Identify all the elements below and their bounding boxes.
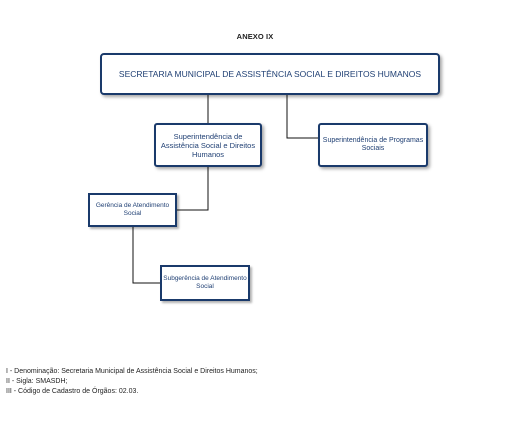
- page-title: ANEXO IX: [236, 32, 274, 41]
- note-denominacao: I - Denominação: Secretaria Municipal de…: [6, 368, 258, 375]
- note-sigla: II - Sigla: SMASDH;: [6, 378, 68, 385]
- box-superintendencia-assistencia: Superintendência de Assistência Social e…: [154, 123, 262, 167]
- connector-gerencia-to-subgerencia: [132, 227, 160, 284]
- notes-block: I - Denominação: Secretaria Municipal de…: [6, 367, 258, 397]
- box-secretaria-municipal: SECRETARIA MUNICIPAL DE ASSISTÊNCIA SOCI…: [100, 53, 440, 95]
- box-superintendencia-programas: Superintendência de Programas Sociais: [318, 123, 428, 167]
- note-codigo: III - Código de Cadastro de Órgãos: 02.0…: [6, 388, 139, 395]
- connector-sup-assistencia-to-gerencia: [177, 167, 209, 211]
- box-gerencia-atendimento: Gerência de Atendimento Social: [88, 193, 177, 227]
- connector-main-to-sup-programas: [286, 95, 318, 139]
- box-subgerencia-atendimento: Subgerência de Atendimento Social: [160, 265, 250, 301]
